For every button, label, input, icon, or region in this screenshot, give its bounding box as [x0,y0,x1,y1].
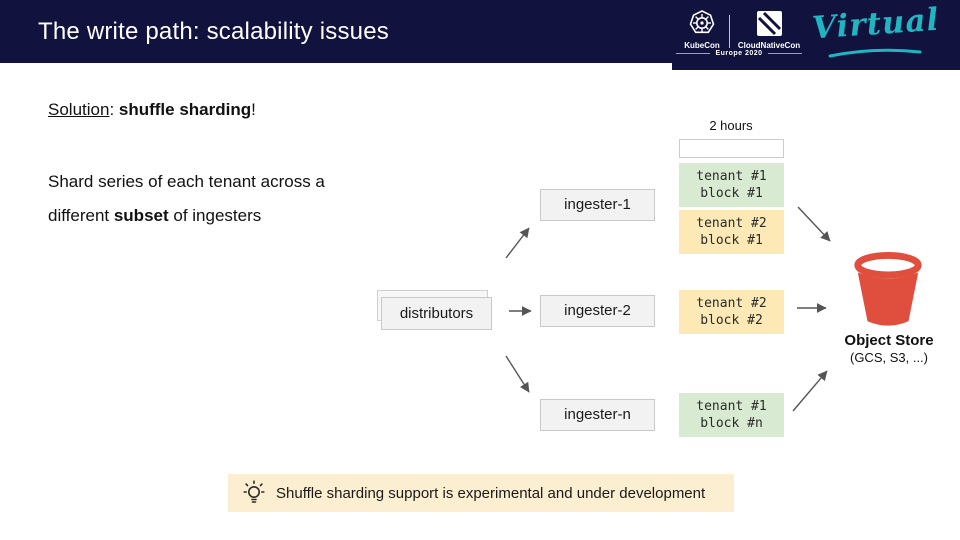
timeline-box [679,139,784,158]
ingester-1-box: ingester-1 [540,189,655,221]
object-store-subtitle: (GCS, S3, ...) [849,350,928,365]
body-line1: Shard series of each tenant across a [48,172,325,191]
solution-bold: shuffle sharding [118,100,252,119]
ingester-2-box: ingester-2 [540,295,655,327]
header-logo-panel [672,0,960,70]
tenant-block-4: tenant #1 block #n [679,393,784,437]
arrow-dist-ingestern [505,355,530,393]
time-window-label: 2 hours [709,118,753,133]
event-rule-right [767,53,803,54]
kubecon-label: KubeCon [684,41,720,50]
note-text: Shuffle sharding support is experimental… [276,484,706,502]
distributors-box: distributors [381,297,492,330]
ingester-n-box: ingester-n [540,399,655,431]
arrow-dist-ingester1 [505,227,530,259]
solution-separator: : [109,100,119,119]
tenant-block-line: tenant #2 [696,216,767,231]
arrow-blockn-store [792,370,828,412]
body-line2-bold: subset [113,206,169,225]
tenant-block-line: block #1 [700,186,763,201]
kubecon-wheel-icon [676,8,728,38]
solution-heading: Solution: shuffle sharding! [48,100,256,120]
cloudnativecon-logo: CloudNativeCon [736,8,802,50]
tenant-block-1: tenant #1 block #1 [679,163,784,207]
tenant-block-line: block #2 [700,313,763,328]
kubecon-logo: KubeCon [676,8,728,50]
tenant-block-line: tenant #2 [696,296,767,311]
solution-end: ! [251,100,256,119]
bucket-icon [854,252,922,326]
tenant-block-2: tenant #2 block #1 [679,210,784,254]
event-row: Europe 2020 [676,50,803,57]
note-banner: Shuffle sharding support is experimental… [228,474,734,512]
tenant-block-line: tenant #1 [696,399,767,414]
body-line2-pre: different [48,206,114,225]
body-line2-post: of ingesters [168,206,262,225]
slide-title: The write path: scalability issues [38,18,389,45]
tenant-block-line: block #1 [700,233,763,248]
virtual-underline [828,48,922,58]
lightbulb-icon [243,480,265,503]
arrow-block2-store [797,206,831,242]
tenant-block-3: tenant #2 block #2 [679,290,784,334]
object-store-title: Object Store [844,332,934,349]
cloudnativecon-icon [736,8,802,38]
tenant-block-line: block #n [700,416,763,431]
logo-divider [729,15,730,48]
event-label: Europe 2020 [715,50,763,57]
tenant-block-line: tenant #1 [696,169,767,184]
solution-label: Solution [48,100,110,119]
event-rule-left [676,53,711,54]
body-paragraph: Shard series of each tenant across a dif… [48,165,378,233]
cloudnativecon-label: CloudNativeCon [737,41,801,50]
